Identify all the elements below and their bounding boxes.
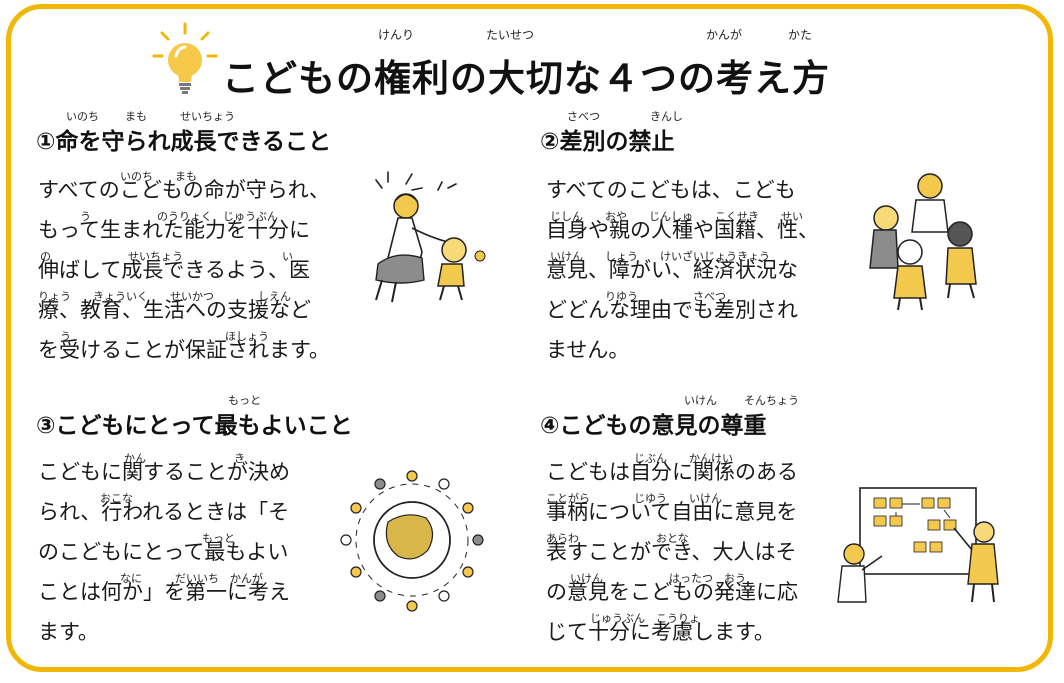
s3-line: ます。 — [38, 620, 99, 644]
s1-line-ruby: う のうりょく じゅうぶん — [80, 210, 278, 223]
s1-line: すべてのこどもの命が守られ、 — [38, 178, 330, 202]
s1-line: を受けることが保証されます。 — [38, 338, 330, 362]
s2-heading-ruby-1: さべつ — [567, 110, 600, 123]
title-ruby-kata: かた — [788, 28, 813, 42]
s1-line-ruby: いのち まも — [120, 170, 197, 183]
s1-body: すべてのこどもの命が守られ、 もって生まれた能力を十分に 伸ばして成長できるよう… — [38, 170, 330, 370]
s4-body: こどもは自分に関係のある 事柄について自由に意見を 表すことができ、大人はそ の… — [546, 452, 798, 652]
s3-line-ruby: かん き — [124, 452, 245, 465]
s4-line-ruby: じゅうぶん こうりょ — [590, 612, 700, 625]
diverse-children-illustration — [869, 173, 977, 311]
s3-line: のこどもにとって最もよい — [38, 540, 289, 564]
s1-line: 療、教育、生活への支援など — [38, 298, 311, 322]
s2-line-ruby: りゆう さべつ — [550, 290, 726, 303]
s2-line: すべてのこどもは、こども — [546, 178, 796, 202]
s4-line: 事柄について自由に意見を — [546, 500, 798, 524]
s3-body: こどもに関することが決め られ、行われるときは「そ のこどもにとって最もよい こ… — [38, 452, 290, 652]
lightbulb-icon — [152, 22, 218, 94]
s4-line-ruby: いけん はったつ おう — [570, 572, 746, 585]
s3-heading-ruby-1: もっと — [228, 394, 261, 407]
parent-child-illustration — [375, 171, 486, 303]
s2-line: どどんな理由でも差別され — [546, 298, 798, 322]
s1-line: もって生まれた能力を十分に — [38, 218, 310, 242]
children-presenting-board-illustration — [837, 487, 999, 603]
s1-line: 伸ばして成長できるよう、医 — [38, 258, 310, 282]
s4-line-ruby: じぶん かんけい — [634, 452, 733, 465]
title-ruby-kanga: かんが — [706, 28, 743, 42]
s3-line: られ、行われるときは「そ — [38, 500, 290, 524]
children-around-globe-illustration — [340, 470, 484, 612]
s3-heading: ③こどもにとって最もよいこと — [36, 413, 353, 439]
s4-heading: ④こどもの意見の尊重 — [540, 413, 767, 439]
s3-line-ruby: もっと — [202, 532, 235, 545]
s2-body: すべてのこどもは、こども 自身や親の人種や国籍、性、 意見、障がい、経済状況な … — [546, 170, 819, 370]
s4-line: 表すことができ、大人はそ — [546, 540, 797, 564]
s1-heading-ruby-3: せいちょう — [180, 110, 235, 123]
s1-line-ruby: う ほしょう — [60, 330, 269, 343]
s2-heading-ruby-2: きんし — [650, 110, 683, 123]
s2-line-ruby: じしん おや じんしゅ こくせき せい — [550, 210, 803, 223]
s3-line-ruby: おこな — [100, 492, 133, 505]
s4-heading-ruby-2: そんちょう — [744, 394, 799, 407]
s2-line: ません。 — [546, 338, 630, 362]
title-ruby-kenri: けんり — [378, 28, 415, 42]
s4-line: の意見をこどもの発達に応 — [546, 580, 798, 604]
s4-line: こどもは自分に関係のある — [546, 460, 798, 484]
s1-heading: ①命を守られ成長できること — [36, 129, 332, 155]
title-ruby-taisetsu: たいせつ — [486, 28, 535, 42]
s4-line-ruby: ことがら じゆう いけん — [546, 492, 722, 505]
s4-heading-ruby-1: いけん — [684, 394, 717, 407]
page-title: こどもの権利の大切な４つの考え方 — [222, 57, 830, 100]
s3-line: こどもに関することが決め — [38, 460, 290, 484]
s4-line-ruby: あらわ おとな — [546, 532, 689, 545]
s1-line-ruby: りょう きょういく せいかつ しえん — [38, 290, 291, 303]
s4-line: じて十分に考慮します。 — [546, 620, 775, 644]
s1-heading-ruby-2: まも — [125, 110, 147, 123]
s2-heading: ②差別の禁止 — [540, 129, 675, 155]
s1-line-ruby: の せいちょう い — [40, 250, 293, 263]
s1-heading-ruby-1: いのち — [66, 110, 99, 123]
s3-line-ruby: なに だいいち かんが — [120, 572, 263, 585]
s3-line: ことは何か」を第一に考え — [38, 580, 290, 604]
s2-line: 自身や親の人種や国籍、性、 — [546, 218, 819, 242]
title-block: けんり たいせつ かんが かた こどもの権利の大切な４つの考え方 — [150, 18, 850, 100]
s2-line: 意見、障がい、経済状況な — [546, 258, 798, 282]
s2-line-ruby: いけん しょう けいざいじょうきょう — [550, 250, 770, 263]
